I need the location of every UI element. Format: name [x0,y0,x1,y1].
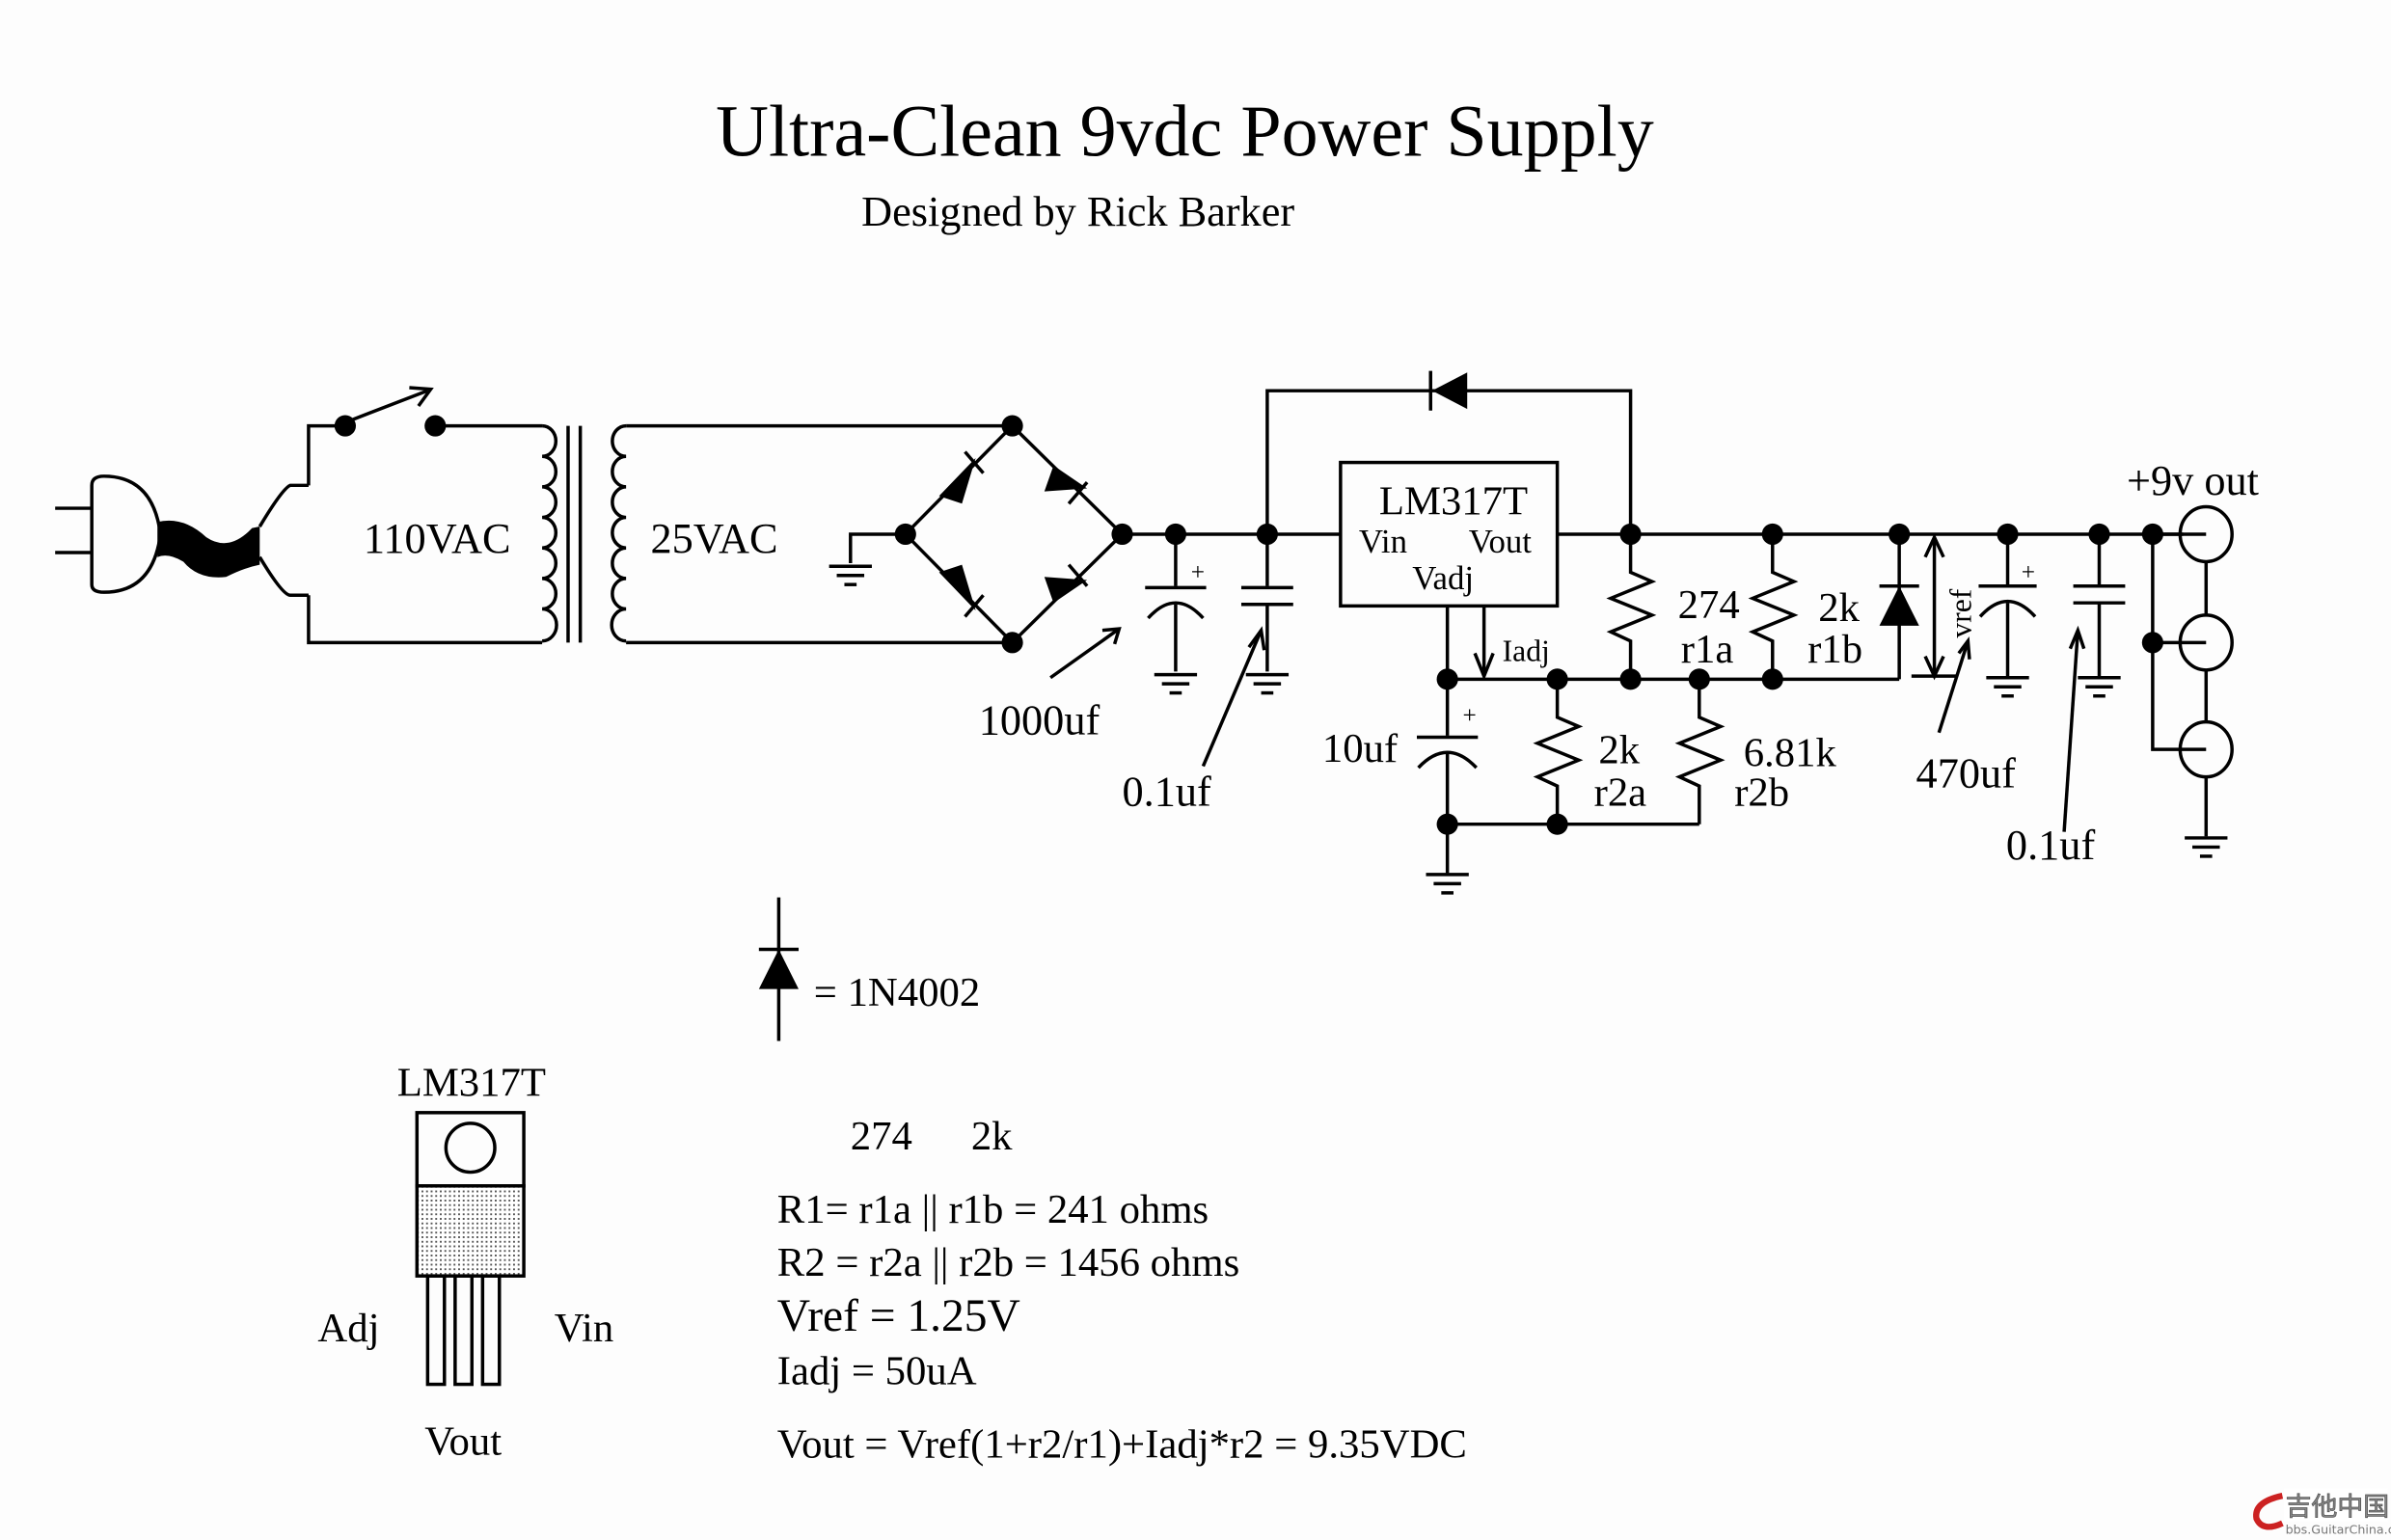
polarity-plus: + [1191,558,1205,585]
ground-icon [829,564,872,586]
r2a-name: r2a [1594,770,1647,816]
note-vref: Vref = 1.25V [777,1291,1020,1341]
r1a-name: r1a [1681,627,1734,672]
diode-legend-icon [758,897,799,1041]
r1a-value: 274 [1678,582,1740,628]
transformer [541,423,627,643]
r1b-name: r1b [1807,627,1862,672]
package-pin-vin: Vin [555,1306,614,1351]
output-label: +9v out [2127,457,2260,504]
capacitor-0-1uf-input [1240,533,1293,695]
label-1000uf: 1000uf [979,696,1100,743]
r2b-value: 6.81k [1744,731,1837,776]
output-jacks[interactable] [2141,504,2234,858]
dragon-logo-icon [2253,1493,2284,1530]
secondary-voltage-label: 25VAC [650,515,777,562]
to220-package [415,1111,526,1387]
regulator-name: LM317T [1379,478,1528,524]
vref-diode-icon [1879,533,1919,680]
bridge-rectifier [894,415,1133,654]
mounting-hole-icon [444,1121,497,1175]
primary-voltage-label: 110VAC [364,515,511,562]
resistor-r1a [1606,533,1657,680]
regulator-pin-vadj: Vadj [1412,559,1474,597]
r2a-value: 2k [1598,727,1640,772]
watermark: 吉他中国 bbs.GuitarChina.com [2253,1488,2391,1537]
label-10uf: 10uf [1322,726,1399,771]
note-r1: R1= r1a || r1b = 241 ohms [777,1187,1209,1232]
package-name: LM317T [397,1060,546,1105]
polarity-plus: + [2022,558,2035,585]
regulator-pin-vin: Vin [1359,523,1407,560]
diode-legend-label: = 1N4002 [814,970,980,1015]
power-switch [307,386,447,486]
resistor-r1b [1748,533,1799,680]
subtitle: Designed by Rick Barker [861,188,1294,235]
note-iadj: Iadj = 50uA [777,1349,977,1394]
ac-plug-icon [55,474,309,598]
regulator-lm317t: LM317T Vin Vout Vadj [1339,460,1560,608]
iadj-label: Iadj [1503,634,1550,667]
package-pin-adj: Adj [317,1306,379,1351]
watermark-cn: 吉他中国 [2286,1493,2390,1523]
resistor-r2a [1533,679,1584,824]
resistor-r2b [1674,679,1725,824]
capacitor-0-1uf-output [2073,533,2126,698]
label-0-1uf-output: 0.1uf [2006,822,2096,869]
capacitor-470uf: + [1978,533,2037,698]
watermark-url: bbs.GuitarChina.com [2286,1523,2391,1537]
note-header-r1a: 274 [851,1114,912,1159]
capacitor-10uf: + [1416,679,1479,895]
page-title: Ultra-Clean 9vdc Power Supply [716,91,1654,172]
r1b-value: 2k [1818,585,1860,631]
polarity-plus: + [1462,702,1476,729]
r2b-name: r2b [1734,770,1789,816]
note-vout: Vout = Vref(1+r2/r1)+Iadj*r2 = 9.35VDC [777,1422,1467,1468]
package-pin-vout: Vout [424,1418,502,1464]
regulator-pin-vout: Vout [1469,523,1532,560]
label-0-1uf-input: 0.1uf [1123,769,1212,816]
protection-diode-icon [1428,370,1468,411]
note-header-r1b: 2k [971,1114,1013,1159]
vref-label: vref [1944,588,1978,637]
label-470uf: 470uf [1916,750,2017,797]
capacitor-1000uf: + [1145,533,1207,695]
note-r2: R2 = r2a || r2b = 1456 ohms [777,1240,1239,1285]
